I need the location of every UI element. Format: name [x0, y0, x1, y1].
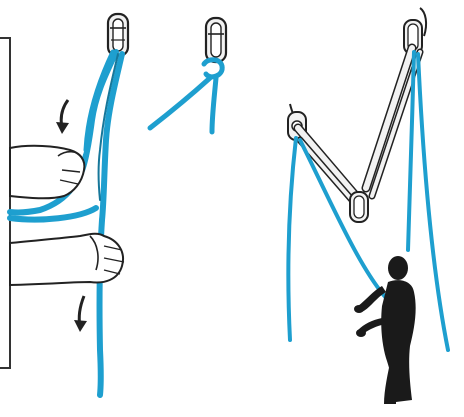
rope-knot — [150, 60, 222, 132]
climber-silhouette — [354, 256, 416, 404]
arrow-down-icon — [56, 100, 69, 134]
hand-lower — [10, 234, 124, 285]
arrow-down-icon — [74, 296, 87, 332]
panel-frame — [0, 38, 10, 368]
panel-3-haul-system — [288, 8, 448, 404]
hand-upper — [10, 146, 84, 198]
carabiner-top — [108, 14, 128, 56]
panel-1-feeding-rope — [0, 14, 128, 395]
panel-2-knot — [150, 18, 226, 132]
bottom-carabiner — [350, 192, 368, 222]
carabiner-knot — [206, 18, 226, 62]
